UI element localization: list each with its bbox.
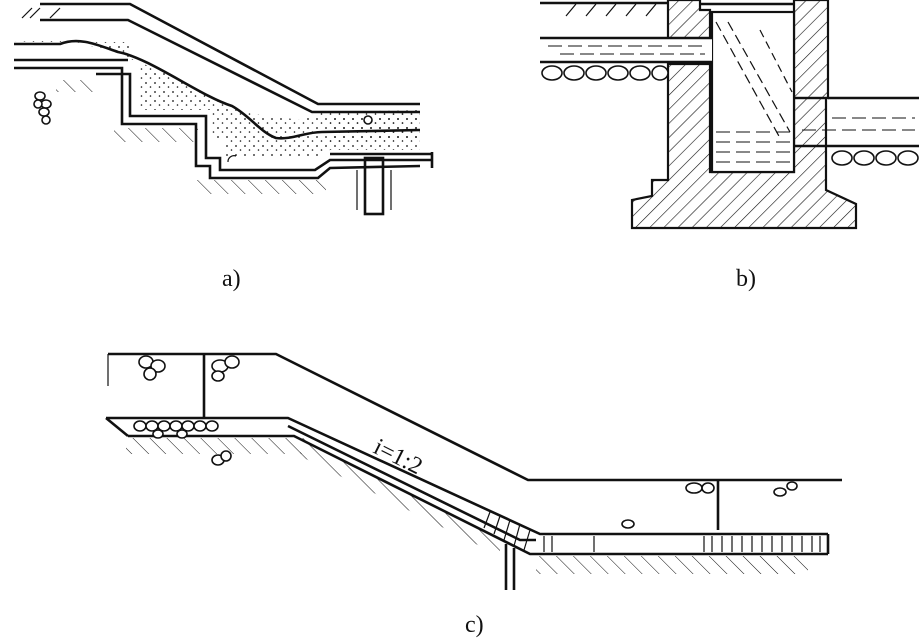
inlet-pipe-b	[540, 38, 712, 62]
rocks-c-upper	[138, 355, 240, 382]
falling-water-b-3	[759, 29, 793, 93]
figure-c-slope-chute: i=1:2	[105, 352, 842, 590]
figure-b-drop-well	[540, 0, 919, 230]
chute-c-bed-bottom	[128, 434, 828, 556]
figure-a-stepped-drop	[14, 2, 434, 216]
label-c: c)	[465, 612, 484, 638]
rocks-c-misc	[211, 450, 798, 529]
falling-water-b-2	[727, 21, 791, 133]
cobbles-b-right	[831, 150, 919, 166]
chute-c-bed-mid	[287, 424, 536, 542]
ground-hatch-a-bottom	[56, 80, 326, 194]
rocks-c-bed	[133, 420, 219, 439]
well-wall-b	[630, 0, 858, 230]
water-profile-a	[14, 39, 421, 140]
pebbles-a	[33, 91, 373, 125]
angle-mark-a	[227, 155, 237, 163]
anchor-pile-a	[363, 156, 385, 216]
slope-ratio-label: i=1:2	[369, 434, 426, 480]
chute-c-left-end	[105, 416, 129, 438]
chute-c-bed-top	[106, 416, 828, 536]
cobbles-b-left	[541, 65, 669, 81]
ground-hatch-c-slope	[300, 440, 500, 556]
well-wall-b-right	[792, 0, 830, 100]
ground-hatch-c-upper	[126, 438, 306, 454]
channel-a-top-wall	[40, 2, 420, 106]
falling-water-b-1	[715, 21, 781, 139]
stepped-bed-a-inner	[96, 72, 432, 172]
stepped-bed-a-outer	[14, 66, 421, 180]
label-a: a)	[222, 266, 241, 292]
label-b: b)	[736, 266, 756, 292]
channel-a-top-wall-inner	[40, 18, 420, 114]
bed-hatch-c	[483, 511, 821, 552]
ground-hatch-b-top	[565, 3, 657, 17]
chute-c-top-line	[108, 352, 842, 482]
concrete-fill-a-right	[330, 112, 420, 142]
ground-hatch-c-lower	[536, 556, 808, 574]
ground-hatch-a-top	[21, 7, 61, 19]
concrete-fill-a	[14, 40, 420, 158]
